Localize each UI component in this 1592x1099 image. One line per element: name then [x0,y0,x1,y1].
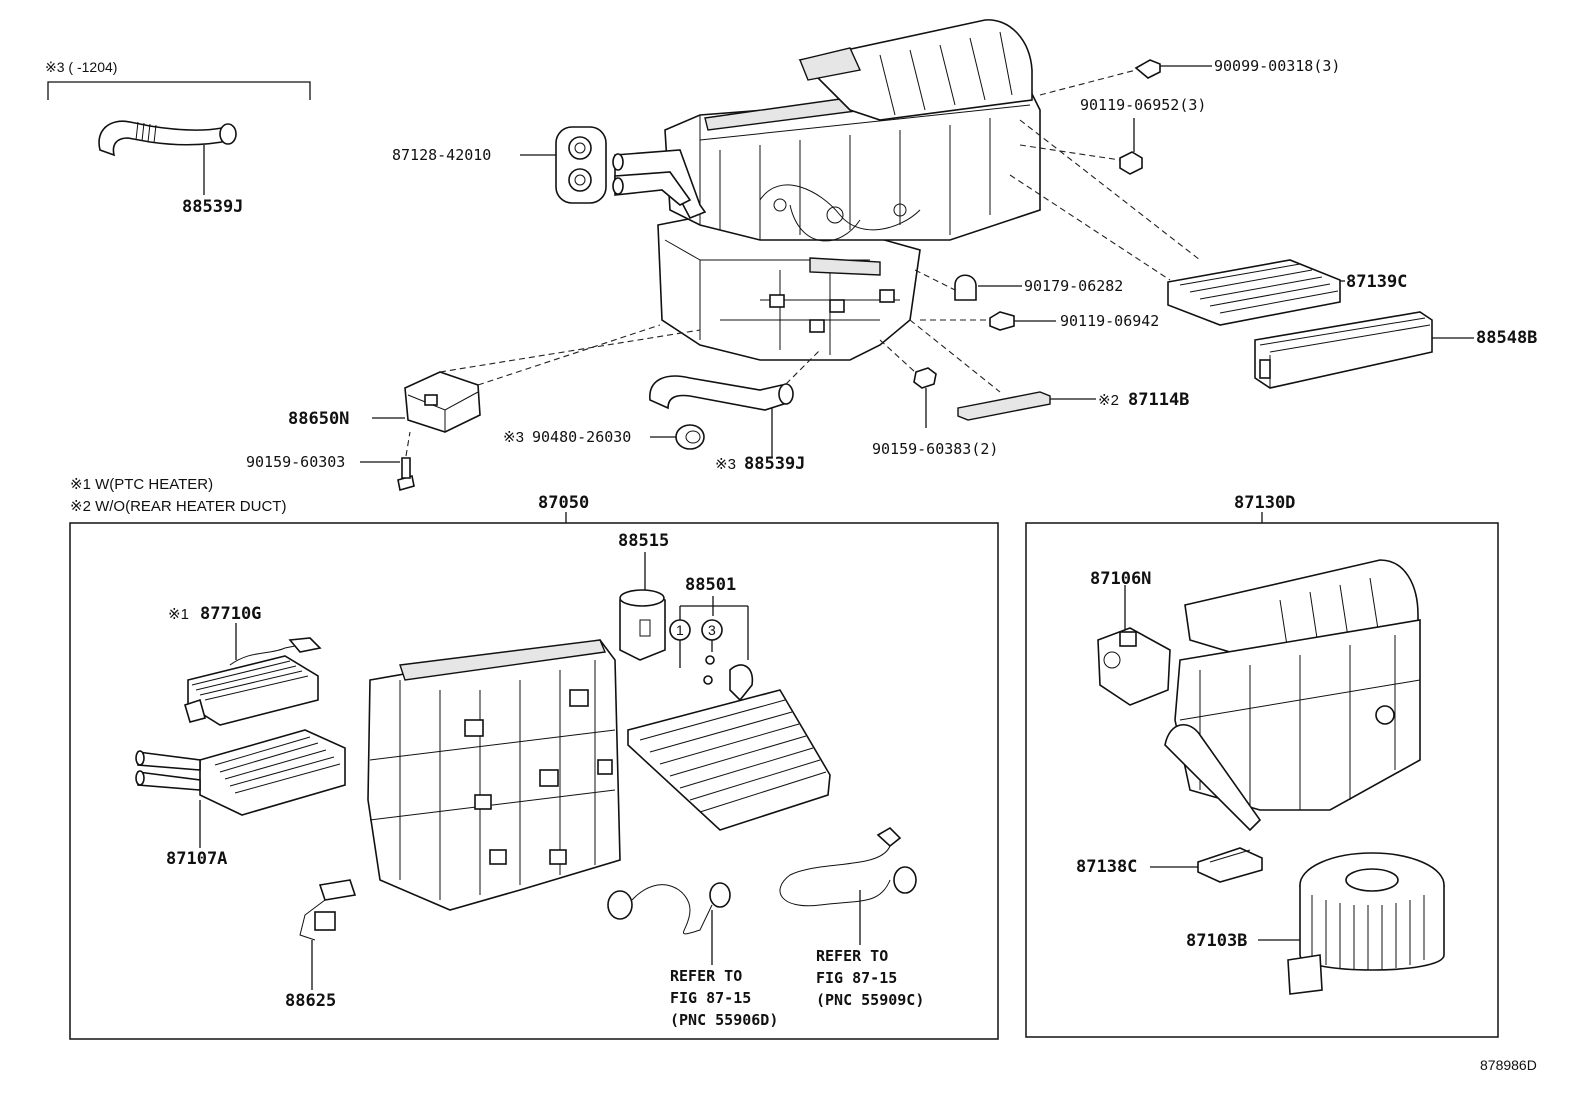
box-87050: 87050 [69,493,999,1040]
clip-90179-06282: 90179-06282 [914,269,1123,301]
label-88539j-top: 88539J [182,197,243,217]
duct-87114b: ※2 87114B [909,319,1189,421]
refer-right-line2: FIG 87-15 [816,969,897,987]
label-87050: 87050 [538,493,589,513]
filter-87139c: 87139C [1167,259,1407,326]
label-87107a: 87107A [166,849,227,869]
label-87139c: 87139C [1346,272,1407,292]
label-90159-60303: 90159-60303 [246,453,345,471]
label-87130d: 87130D [1234,493,1295,513]
figure-id: 878986D [1480,1057,1537,1073]
grommet-90480-26030: ※3 90480-26030 [503,424,705,450]
heater-core-87107a: 87107A [135,729,346,869]
resistor-87138c: 87138C [1076,847,1263,883]
screw-90159-60303: 90159-60303 [246,431,415,492]
mark-90480: ※3 [503,429,524,446]
label-87114b: 87114B [1128,390,1189,410]
note3-bracket: ※3 ( -1204) [45,59,311,100]
mark-88539j-mid: ※3 [715,456,736,473]
bolt-90099-00318: 90099-00318(3) [1039,57,1340,96]
label-88539j-mid: 88539J [744,454,805,474]
note3-header-text: ※3 ( -1204) [45,59,117,75]
blower-unit-87130d [1164,559,1421,832]
mark-87114b: ※2 [1098,392,1119,409]
sensor-cable-right [779,826,917,945]
label-90480-26030: 90480-26030 [532,428,631,446]
label-90119-06942: 90119-06942 [1060,312,1159,330]
grommet-87128-42010: 87128-42010 [392,126,607,204]
refer-right: REFER TO FIG 87-15 (PNC 55909C) [816,947,924,1009]
box-87130d: 87130D [1025,493,1499,1038]
servo-87106n: 87106N [1090,569,1171,706]
refer-right-line3: (PNC 55909C) [816,991,924,1009]
label-90099-00318: 90099-00318(3) [1214,57,1340,75]
actuator-88650n: 88650N [288,324,701,433]
refer-left-line3: (PNC 55906D) [670,1011,778,1029]
evaporator-88501: 1 3 88501 [627,575,831,831]
sensor-88625: 88625 [285,879,357,1011]
hose-88539j-top: 88539J [98,120,243,217]
refer-left-line2: FIG 87-15 [670,989,751,1007]
blower-motor-87103b: 87103B [1186,852,1445,995]
actuator-88515: 88515 [618,531,669,661]
label-90159-60383: 90159-60383(2) [872,440,998,458]
refer-left-line1: REFER TO [670,967,742,985]
footnote-2: ※2 W/O(REAR HEATER DUCT) [70,498,286,515]
hvac-case-center [367,639,621,911]
footnote-1: ※1 W(PTC HEATER) [70,476,213,493]
label-88650n: 88650N [288,409,349,429]
circle-3-text: 3 [708,622,716,638]
bolt-90119-06952: 90119-06952(3) [1019,96,1206,175]
label-87138c: 87138C [1076,857,1137,877]
label-87128-42010: 87128-42010 [392,146,491,164]
filter-case-88548b: 88548B [1254,311,1537,389]
label-90119-06952: 90119-06952(3) [1080,96,1206,114]
label-87710g: 87710G [200,604,261,624]
label-88548b: 88548B [1476,328,1537,348]
label-90179-06282: 90179-06282 [1024,277,1123,295]
label-87103b: 87103B [1186,931,1247,951]
ptc-heater-87710g: ※1 87710G [168,604,322,726]
main-hvac-assembly [612,19,1041,361]
refer-left: REFER TO FIG 87-15 (PNC 55906D) [670,967,778,1029]
mark-87710g: ※1 [168,606,189,623]
hose-88539j-mid: ※3 88539J [649,349,821,474]
screw-90159-60383: 90159-60383(2) [872,339,998,458]
label-87106n: 87106N [1090,569,1151,589]
screw-90119-06942: 90119-06942 [920,311,1159,331]
sensor-cable-left [607,882,731,965]
label-88501: 88501 [685,575,736,595]
label-88625: 88625 [285,991,336,1011]
refer-right-line1: REFER TO [816,947,888,965]
circle-1-text: 1 [676,622,684,638]
label-88515: 88515 [618,531,669,551]
